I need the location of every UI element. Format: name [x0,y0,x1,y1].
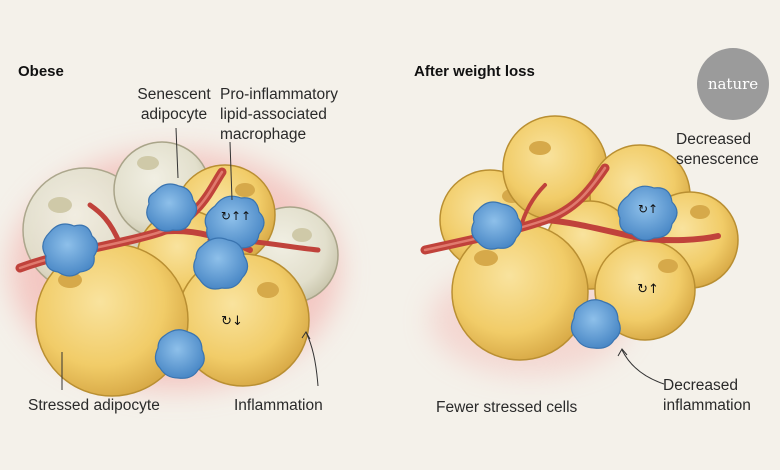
obese-panel: ↻↑↑ ↻↓ [10,127,340,397]
stress-indicator: ↻↓ [221,314,243,329]
svg-text:↻↑↑: ↻↑↑ [221,209,251,223]
adipocyte [451,223,589,361]
weight-loss-panel: ↻↑ ↻↑ [420,115,739,385]
leader-lines [617,348,665,385]
decreased-senescence-label: Decreased senescence [676,131,759,168]
macrophage [471,201,523,250]
lipid-associated-macrophage: ↻↑↑ [204,195,265,251]
macrophage [42,223,99,277]
decreased-inflammation-label: Decreased inflammation [663,377,751,414]
macrophage: ↻↑ [617,185,678,241]
logo-text: nature [707,75,759,93]
macrophage [154,329,205,379]
macrophage-label: Pro-inflammatory lipid-associated macrop… [220,86,338,143]
macrophage [146,183,198,232]
weight-loss-heading: After weight loss [414,63,535,80]
fewer-stressed-cells-label: Fewer stressed cells [436,399,578,416]
stress-indicator: ↻↑ [637,282,659,297]
macrophage [193,237,249,290]
leader-lines [61,127,319,390]
stressed-adipocyte-label: Stressed adipocyte [28,397,160,414]
svg-text:↻↑: ↻↑ [638,202,658,216]
obese-heading: Obese [18,63,64,80]
inflammation-label: Inflammation [234,397,323,414]
senescent-adipocyte-label: Senescent adipocyte [137,86,211,123]
nature-logo: nature [697,48,769,120]
macrophage [570,299,621,349]
